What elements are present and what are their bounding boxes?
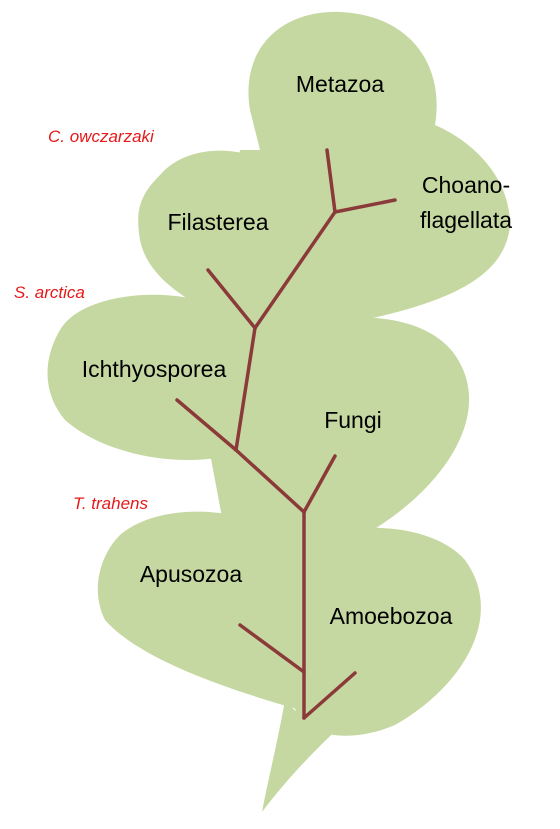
label-s-arctica: S. arctica — [14, 283, 85, 302]
label-amoebozoa: Amoebozoa — [330, 603, 453, 629]
label-t-trahens: T. trahens — [73, 494, 148, 513]
label-choanoflagellata-line1: Choano- — [422, 172, 510, 198]
label-ichthyosporea: Ichthyosporea — [82, 356, 227, 382]
label-fungi: Fungi — [324, 407, 382, 433]
label-choanoflagellata-line2: flagellata — [420, 207, 512, 233]
label-c-owczarzaki: C. owczarzaki — [48, 127, 155, 146]
label-filasterea: Filasterea — [168, 209, 269, 235]
label-apusozoa: Apusozoa — [140, 561, 243, 587]
label-metazoa: Metazoa — [296, 71, 384, 97]
